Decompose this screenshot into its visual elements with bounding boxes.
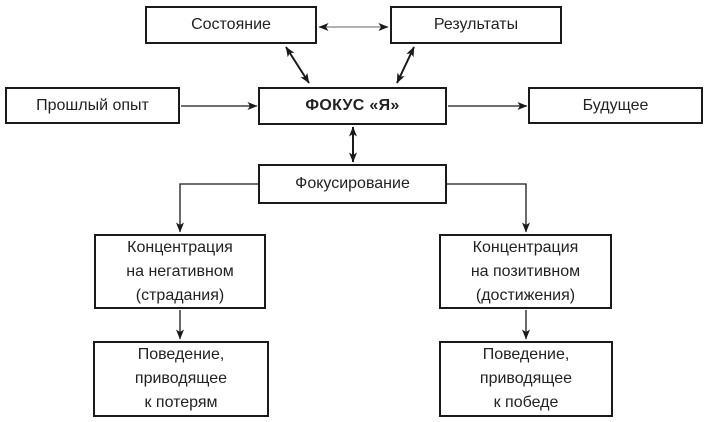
node-label: Прошлый опыт: [36, 96, 149, 114]
node-label: Фокусирование: [295, 175, 410, 192]
node-label-line: (страдания): [135, 286, 225, 304]
node-results: Результаты: [390, 6, 562, 44]
node-label-line: Поведение,: [137, 346, 225, 363]
node-label-line: приводящее: [479, 370, 573, 387]
node-label-line: приводящее: [134, 370, 228, 387]
node-label-line: (достижения): [475, 286, 576, 304]
node-concentration-positive: Концентрация на позитивном (достижения): [439, 234, 612, 309]
node-label-line: к победе: [493, 394, 559, 411]
node-concentration-negative: Концентрация на негативном (страдания): [94, 234, 266, 309]
node-label-line: на негативном: [126, 262, 234, 280]
node-label-line: Концентрация: [472, 238, 579, 256]
node-state: Состояние: [145, 6, 317, 44]
node-label: ФОКУС «Я»: [305, 97, 400, 114]
double-arrow-focus-state: [285, 46, 310, 84]
node-label-line: Поведение,: [482, 346, 570, 363]
node-label-line: на позитивном: [470, 262, 581, 280]
node-focus-self: ФОКУС «Я»: [258, 87, 447, 125]
node-behavior-loss: Поведение, приводящее к потерям: [93, 341, 269, 417]
elbow-arrow-focusing-to-positive: [447, 183, 530, 233]
node-label: Результаты: [433, 16, 519, 33]
double-arrow-focus-results: [396, 46, 415, 84]
node-past-experience: Прошлый опыт: [5, 87, 180, 124]
node-label: Состояние: [191, 16, 271, 33]
node-label-line: Концентрация: [127, 238, 233, 256]
node-label-line: к потерям: [144, 394, 218, 411]
node-focusing: Фокусирование: [258, 164, 447, 204]
node-behavior-victory: Поведение, приводящее к победе: [439, 341, 613, 417]
node-label: Будущее: [582, 96, 649, 114]
node-future: Будущее: [528, 87, 703, 124]
elbow-arrow-focusing-to-negative: [176, 183, 258, 233]
